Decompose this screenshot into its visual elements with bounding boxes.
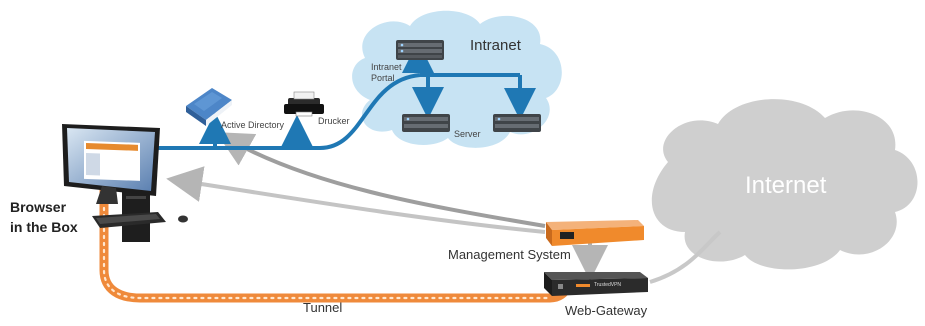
appliance-icon xyxy=(544,272,648,296)
internet-cloud xyxy=(651,99,918,270)
desktop-computer-icon xyxy=(62,124,188,242)
browser-in-the-box-label: Browser in the Box xyxy=(10,197,78,237)
intranet-label: Intranet xyxy=(470,37,521,54)
appliance-icon xyxy=(546,220,644,246)
web-gateway-label: Web-Gateway xyxy=(565,303,648,318)
active-directory-book-icon xyxy=(186,88,232,126)
mgmt-to-pc-arrow xyxy=(166,166,546,234)
tunnel-label: Tunnel xyxy=(303,300,343,315)
server-label: Server xyxy=(454,129,481,139)
active-directory-label: Active Directory xyxy=(221,120,285,130)
rack-server-icon xyxy=(493,114,541,132)
tunnel-line xyxy=(99,175,570,303)
browser-label-line1: Browser xyxy=(10,199,67,215)
intranet-portal-label-line1: Intranet xyxy=(371,62,402,72)
intranet-portal-label: Intranet Portal xyxy=(371,62,402,84)
drucker-label: Drucker xyxy=(318,116,350,126)
management-system-label: Management System xyxy=(448,247,571,262)
internet-label: Internet xyxy=(745,172,827,199)
mgmt-to-ad-arrow xyxy=(216,132,546,228)
rack-server-icon xyxy=(396,40,444,60)
gateway-internet-link xyxy=(649,230,722,284)
browser-label-line2: in the Box xyxy=(10,219,78,235)
rack-server-icon xyxy=(402,114,450,132)
intranet-portal-label-line2: Portal xyxy=(371,73,395,83)
gateway-brand-label: TrustedVPN xyxy=(594,282,622,288)
printer-icon xyxy=(284,91,324,117)
blue-network-link xyxy=(158,73,421,150)
